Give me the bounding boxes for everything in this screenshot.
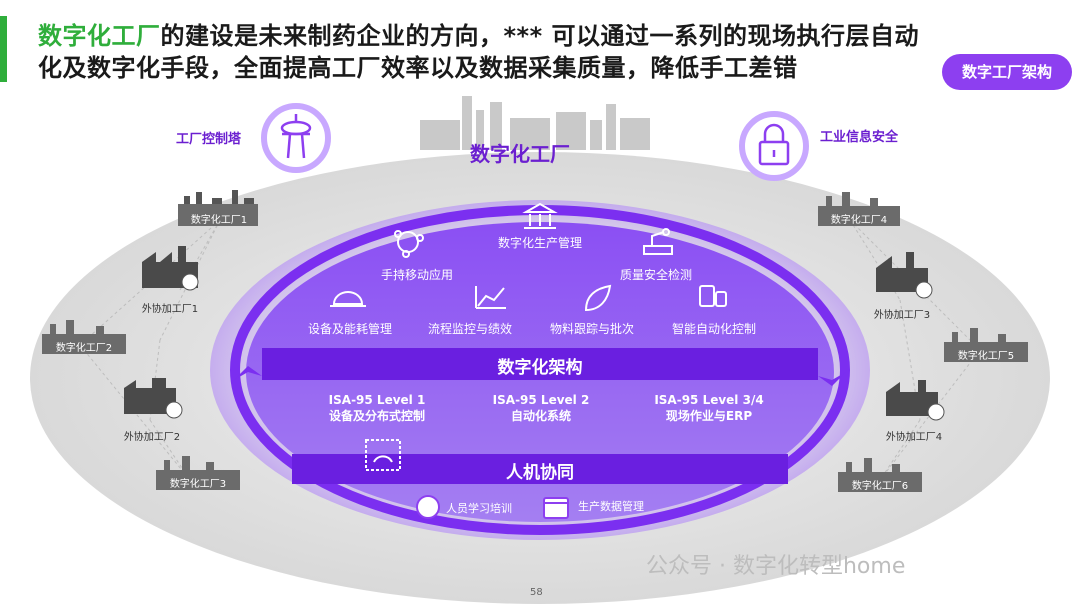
factory-label: 外协加工厂4 [885, 432, 943, 443]
trend-chart-icon [475, 286, 506, 309]
factory-label: 外协加工厂3 [873, 310, 931, 321]
terminal-icon [543, 497, 569, 519]
collaboration-band [292, 454, 788, 484]
factory-label: 外协加工厂1 [141, 304, 199, 315]
collab-data-management: 生产数据管理 [578, 500, 644, 513]
page-number: 58 [530, 587, 543, 598]
app-quality-inspection: 质量安全检测 [619, 268, 692, 282]
learning-icon [416, 495, 440, 519]
ring-arrow-left [234, 366, 262, 380]
control-tower-icon [280, 114, 312, 159]
control-tower-label: 工厂控制塔 [176, 132, 242, 147]
section-tag: 数字工厂架构 [942, 54, 1072, 90]
collab-training: 人员学习培训 [446, 502, 512, 515]
app-automation-control: 智能自动化控制 [671, 322, 756, 336]
factory-building-icon [124, 378, 183, 419]
factory-label: 数字化工厂1 [190, 215, 248, 226]
devices-icon [699, 285, 727, 307]
level-2-desc: 自动化系统 [510, 409, 571, 423]
robot-arm-icon [643, 228, 673, 255]
accent-bar [0, 16, 7, 82]
factory-label: 外协加工厂2 [123, 432, 181, 443]
factory-label: 数字化工厂5 [957, 351, 1015, 362]
collaboration-title: 人机协同 [506, 463, 574, 483]
factory-skyline-icon [944, 328, 1028, 362]
level-1-desc: 设备及分布式控制 [328, 409, 425, 423]
level-1-title: ISA-95 Level 1 [328, 393, 426, 407]
main-ring [230, 205, 850, 535]
factory-skyline-icon [838, 458, 922, 492]
factory-label: 数字化工厂4 [830, 215, 888, 226]
app-material-tracking: 物料跟踪与批次 [549, 322, 634, 336]
architecture-band [262, 348, 818, 380]
factory-label: 数字化工厂2 [55, 343, 113, 354]
level-2: ISA-95 Level 2 自动化系统 [470, 392, 612, 424]
lock-icon [758, 123, 790, 166]
dashboard-icon [365, 439, 401, 471]
app-mobile: 手持移动应用 [380, 268, 453, 282]
title-line-1-text: 的建设是未来制药企业的方向，*** 可以通过一系列的现场执行层自动 [160, 22, 920, 50]
factory-building-icon [876, 252, 933, 299]
ring-arrow-right [818, 372, 846, 386]
building-icon [522, 202, 558, 229]
factory-skyline-icon [156, 456, 240, 490]
skyline [420, 96, 650, 150]
leaf-icon [584, 284, 612, 312]
factory-building-icon [886, 380, 945, 421]
title-highlight: 数字化工厂 [38, 22, 161, 50]
app-production-management: 数字化生产管理 [497, 236, 582, 250]
factory-label: 数字化工厂3 [169, 479, 227, 490]
info-security-label: 工业信息安全 [820, 130, 899, 145]
factory-skyline-icon [818, 192, 900, 226]
level-3: ISA-95 Level 3/4 现场作业与ERP [634, 392, 784, 424]
control-tower-circle [261, 103, 331, 173]
title-line-2: 化及数字化手段，全面提高工厂效率以及数据采集质量，降低手工差错 [38, 54, 798, 82]
level-3-title: ISA-95 Level 3/4 [654, 393, 764, 407]
security-circle [739, 111, 809, 181]
factory-building-icon [142, 246, 199, 291]
level-3-desc: 现场作业与ERP [665, 409, 753, 423]
architecture-title: 数字化架构 [497, 358, 583, 378]
helmet-icon [330, 291, 366, 307]
network-icon [394, 230, 424, 258]
factory-skyline-icon [178, 190, 258, 226]
app-equipment-energy: 设备及能耗管理 [307, 322, 392, 336]
factory-label: 数字化工厂6 [851, 481, 909, 492]
level-2-title: ISA-95 Level 2 [492, 393, 590, 407]
factory-skyline-icon [42, 320, 126, 354]
watermark: 公众号 · 数字化转型home [646, 554, 906, 579]
center-title: 数字化工厂 [470, 142, 570, 166]
app-process-monitoring: 流程监控与绩效 [427, 322, 512, 336]
title-line-1: 数字化工厂的建设是未来制药企业的方向，*** 可以通过一系列的现场执行层自动 [38, 16, 919, 51]
level-1: ISA-95 Level 1 设备及分布式控制 [306, 392, 448, 424]
